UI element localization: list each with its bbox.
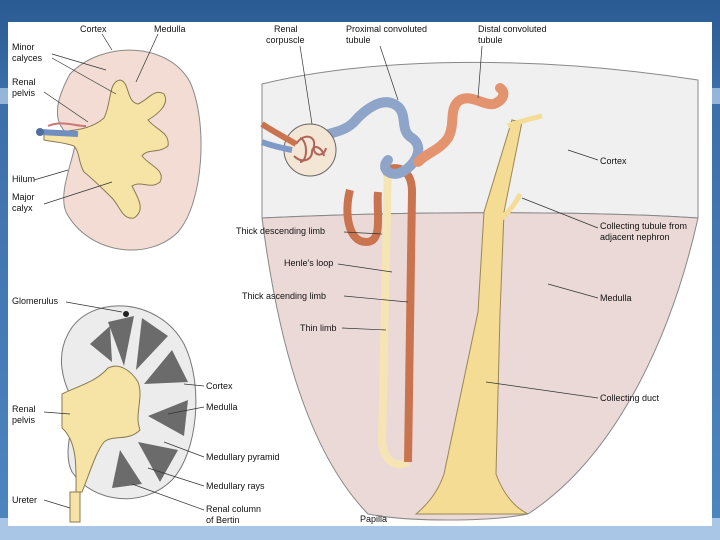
label-thick-ascending: Thick ascending limb xyxy=(242,291,326,301)
label-hilum: Hilum xyxy=(12,174,35,184)
glomerulus-dot xyxy=(123,311,129,317)
ureter-vessel xyxy=(39,129,79,137)
afferent-arteriole xyxy=(260,121,298,147)
gross-kidney-leaders xyxy=(33,33,159,205)
label-major-calyx-1: Major xyxy=(12,192,35,202)
thick-descending-outer xyxy=(343,188,383,247)
label-thin-limb: Thin limb xyxy=(300,323,337,333)
renal-artery xyxy=(47,122,87,127)
gross-kidney: Cortex Medulla Minor calyces Renal pelvi… xyxy=(12,24,202,251)
label-collecting-tubule-2: adjacent nephron xyxy=(600,232,670,242)
collecting-tubule-branch xyxy=(496,192,523,224)
proximal-tubule xyxy=(303,97,424,179)
glomerular-capillaries xyxy=(293,135,327,163)
label-renal-column-1: Renal column xyxy=(206,504,261,514)
kidney-section: Glomerulus Renal pelvis Ureter Cortex Me… xyxy=(12,296,280,525)
label-papilla: Papilla xyxy=(360,514,387,524)
nephron-diagram: Renal corpuscle Proximal convoluted tubu… xyxy=(236,24,699,524)
hilum-dot xyxy=(36,128,44,136)
label-collecting-duct: Collecting duct xyxy=(600,393,660,403)
label-thick-descending: Thick descending limb xyxy=(236,226,325,236)
label-major-calyx-2: calyx xyxy=(12,203,33,213)
label-renal-corpuscle-2: corpuscle xyxy=(266,35,305,45)
label-minor-calyces-2: calyces xyxy=(12,53,43,63)
label-medulla-mid: Medulla xyxy=(206,402,238,412)
label-renal-pelvis-top-1: Renal xyxy=(12,77,36,87)
label-renal-pelvis-top-2: pelvis xyxy=(12,88,36,98)
distal-tubule xyxy=(413,83,509,167)
efferent-arteriole xyxy=(260,139,293,153)
kidney-figure: Cortex Medulla Minor calyces Renal pelvi… xyxy=(8,22,712,526)
label-collecting-tubule-1: Collecting tubule from xyxy=(600,221,687,231)
label-proximal-1: Proximal convoluted xyxy=(346,24,427,34)
kidney-diagram: Cortex Medulla Minor calyces Renal pelvi… xyxy=(12,24,699,525)
nephron-leaders xyxy=(299,45,599,399)
label-medulla-top: Medulla xyxy=(154,24,186,34)
medullary-pyramids xyxy=(90,316,188,488)
thick-descending-limb xyxy=(377,163,410,469)
label-distal-2: tubule xyxy=(478,35,503,45)
section-renal-pelvis xyxy=(61,365,141,493)
section-ureter xyxy=(69,491,81,523)
label-cortex-mid: Cortex xyxy=(206,381,233,391)
label-renal-corpuscle-1: Renal xyxy=(274,24,298,34)
label-medullary-rays: Medullary rays xyxy=(206,481,265,491)
label-medullary-pyramid: Medullary pyramid xyxy=(206,452,280,462)
collecting-tubule-top xyxy=(507,113,543,129)
label-renal-pelvis-bottom-1: Renal xyxy=(12,404,36,414)
label-medulla-right: Medulla xyxy=(600,293,632,303)
label-renal-column-2: of Bertin xyxy=(206,515,240,525)
label-cortex-top: Cortex xyxy=(80,24,107,34)
label-distal-1: Distal convoluted xyxy=(478,24,547,34)
label-ureter: Ureter xyxy=(12,495,37,505)
label-cortex-right: Cortex xyxy=(600,156,627,166)
label-proximal-2: tubule xyxy=(346,35,371,45)
renal-pelvis-shape xyxy=(43,79,169,219)
label-henles-loop: Henle's loop xyxy=(284,258,333,268)
label-glomerulus: Glomerulus xyxy=(12,296,59,306)
label-minor-calyces-1: Minor xyxy=(12,42,35,52)
label-renal-pelvis-bottom-2: pelvis xyxy=(12,415,36,425)
section-leaders xyxy=(43,301,205,511)
